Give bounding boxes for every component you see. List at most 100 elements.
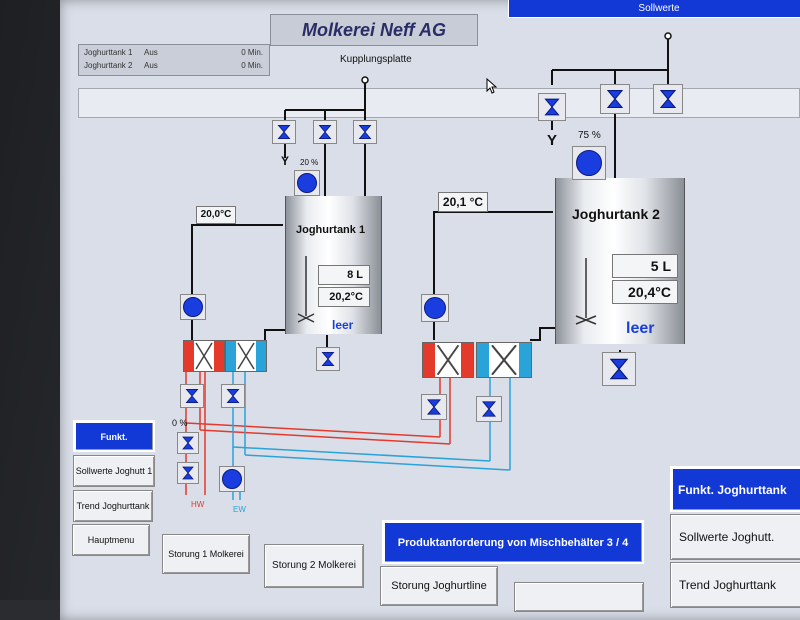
- tank2-cold-return-valve[interactable]: [476, 396, 502, 422]
- exchanger-x-icon: [491, 344, 517, 376]
- status-state: Aus: [144, 48, 158, 57]
- valve-bowtie-icon: [481, 401, 497, 417]
- valve-bowtie-icon: [358, 124, 372, 140]
- pump-icon: [297, 173, 317, 193]
- cold-side: [519, 343, 531, 377]
- tank2-temperature: 20,4°C: [612, 280, 678, 304]
- stoerung-joghurtline-button[interactable]: Storung Joghurtline: [380, 566, 498, 606]
- valve-bowtie-icon: [321, 351, 335, 367]
- supply-valve-percent: 0 %: [172, 418, 188, 428]
- status-time: 0 Min.: [241, 48, 263, 57]
- valve-bowtie-icon: [544, 98, 560, 116]
- hot-side: [214, 341, 224, 371]
- tank1-outlet-valve[interactable]: [316, 347, 340, 371]
- tank1-inlet-temp: 20,0°C: [196, 206, 236, 224]
- produktanforderung-button[interactable]: Produktanforderung von Mischbehälter 3 /…: [382, 520, 644, 564]
- tank2-y-label: Y: [547, 132, 558, 149]
- tank1-hot-heat-exchanger[interactable]: [183, 340, 225, 372]
- hot-water-label: HW: [191, 500, 205, 509]
- plant-title: Molkerei Neff AG: [270, 14, 478, 46]
- tank2-volume: 5 L: [612, 254, 678, 278]
- valve-bowtie-icon: [318, 124, 332, 140]
- sollwerte-joghurt-right-button[interactable]: Sollwerte Joghutt.: [670, 514, 800, 560]
- status-panel: Joghurttank 1 Aus 0 Min. Joghurttank 2 A…: [78, 44, 270, 76]
- tank1-cold-heat-exchanger[interactable]: [225, 340, 267, 372]
- tank1-title: Joghurtank 1: [296, 224, 366, 236]
- exchanger-x-icon: [237, 342, 255, 370]
- exchanger-core: [489, 343, 519, 377]
- tank1-feed-valve-1[interactable]: [272, 120, 296, 144]
- tank1-cold-return-valve[interactable]: [221, 384, 245, 408]
- stoerung-2-molkerei-button[interactable]: Storung 2 Molkerei: [264, 544, 364, 588]
- tank2-outlet-valve[interactable]: [602, 352, 636, 386]
- status-row-tank2: Joghurttank 2 Aus 0 Min.: [84, 61, 263, 73]
- tank2-hot-heat-exchanger[interactable]: [422, 342, 474, 378]
- exchanger-x-icon: [195, 342, 213, 370]
- pump-icon: [576, 150, 602, 176]
- sollwerte-joghurt-1-button[interactable]: Sollwerte Joghutt 1: [73, 455, 155, 487]
- kupplungsplatte-label: Kupplungsplatte: [340, 54, 412, 65]
- tank2-feed-valve-3[interactable]: [653, 84, 683, 114]
- tank2-feed-valve-2[interactable]: [600, 84, 630, 114]
- tank1-control-valve[interactable]: [294, 170, 320, 196]
- tank2-hot-return-valve[interactable]: [421, 394, 447, 420]
- agitator-icon: [297, 256, 315, 323]
- tank1-feed-valve-2[interactable]: [313, 120, 337, 144]
- tank2-circulation-pump[interactable]: [421, 294, 449, 322]
- valve-bowtie-icon: [426, 399, 442, 415]
- tank1-y-label: Y: [281, 154, 290, 168]
- valve-bowtie-icon: [659, 90, 677, 108]
- stoerung-1-molkerei-button[interactable]: Storung 1 Molkerei: [162, 534, 250, 574]
- pump-icon: [183, 297, 203, 317]
- status-time: 0 Min.: [241, 61, 263, 70]
- tank2-feed-valve-1[interactable]: [538, 93, 566, 121]
- tank1-valve-percent: 20 %: [300, 158, 319, 167]
- tank2-cold-heat-exchanger[interactable]: [476, 342, 532, 378]
- tank1-feed-valve-3[interactable]: [353, 120, 377, 144]
- valve-bowtie-icon: [226, 388, 240, 404]
- status-name: Joghurttank 2: [84, 61, 133, 70]
- valve-bowtie-icon: [182, 436, 194, 450]
- exchanger-core: [236, 341, 256, 371]
- tank2-valve-percent: 75 %: [578, 130, 601, 141]
- trend-joghurttank-right-button[interactable]: Trend Joghurttank: [670, 562, 800, 608]
- status-row-tank1: Joghurttank 1 Aus 0 Min.: [84, 48, 263, 60]
- exchanger-core: [435, 343, 461, 377]
- ew-label: EW: [233, 505, 246, 514]
- tank2-control-valve[interactable]: [572, 146, 606, 180]
- trend-joghurttank-1-button[interactable]: Trend Joghurttank 1: [73, 490, 153, 541]
- top-sollwerte-button[interactable]: Sollwerte: [508, 0, 800, 18]
- hot-side: [423, 343, 435, 377]
- tank2-state: leer: [626, 320, 655, 337]
- valve-bowtie-icon: [277, 124, 291, 140]
- status-state: Aus: [144, 61, 158, 70]
- tank1-state: leer: [332, 318, 354, 332]
- tank1-volume: 8 L: [318, 265, 370, 285]
- hot-side: [184, 341, 194, 371]
- tank2-title: Joghurtank 2: [572, 206, 660, 222]
- valve-bowtie-icon: [606, 90, 624, 108]
- hot-water-supply-valve-2[interactable]: [177, 462, 199, 484]
- tank1-circulation-pump[interactable]: [180, 294, 206, 320]
- cold-side: [477, 343, 489, 377]
- hauptmenu-button[interactable]: Hauptmenu: [72, 524, 150, 556]
- valve-bowtie-icon: [609, 358, 629, 380]
- valve-bowtie-icon: [182, 466, 194, 480]
- tank1-hot-return-valve[interactable]: [180, 384, 204, 408]
- status-name: Joghurttank 1: [84, 48, 133, 57]
- funkt-joghurttank-right-button[interactable]: Funkt. Joghurttank: [670, 466, 800, 512]
- funkt-joghurttank-1-button[interactable]: Funkt. Joghurttank 1: [73, 420, 155, 472]
- pump-icon: [222, 469, 242, 489]
- valve-bowtie-icon: [185, 388, 199, 404]
- agitator-icon: [575, 258, 597, 325]
- hot-water-supply-valve-1[interactable]: [177, 432, 199, 454]
- empty-bottom-button[interactable]: [514, 582, 644, 612]
- pump-icon: [424, 297, 446, 319]
- hot-side: [461, 343, 473, 377]
- tank1-temperature: 20,2°C: [318, 287, 370, 307]
- cold-side: [256, 341, 266, 371]
- exchanger-core: [194, 341, 214, 371]
- cursor-arrow-icon: [486, 78, 498, 94]
- cold-water-pump[interactable]: [219, 466, 245, 492]
- exchanger-x-icon: [436, 344, 460, 376]
